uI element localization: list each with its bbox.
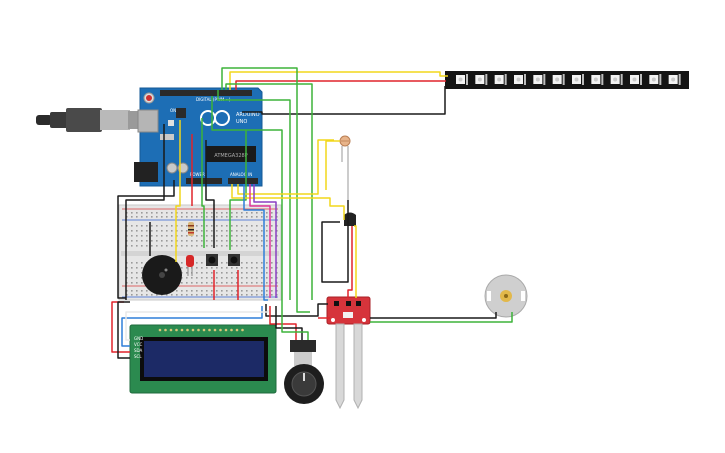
breadboard-channel (121, 251, 279, 256)
capacitor-1 (166, 162, 178, 174)
soil-probe-left (335, 323, 345, 410)
dc-motor[interactable] (484, 274, 528, 318)
wire-encoder-black (275, 306, 303, 340)
wire-gnd-rail (125, 124, 165, 300)
lcd-screen (144, 341, 264, 377)
wire-motor-ground (370, 312, 497, 319)
usb-port (137, 109, 159, 133)
wire-strip-power (235, 80, 446, 90)
wire-bb-green-2 (229, 130, 247, 250)
brand-text: ARDUINO (236, 112, 260, 118)
wire-photoresistor-yellow (237, 139, 334, 195)
push-button-2[interactable] (228, 254, 240, 266)
wire-sensor-vcc (347, 226, 353, 298)
digital-header-label: DIGITAL (PWM ~) (196, 97, 231, 102)
wire-analog-purple (253, 184, 277, 298)
atmega-chip (206, 146, 256, 162)
wire-digital-green-4 (211, 96, 283, 312)
wire-strip-ground (242, 86, 446, 115)
lcd-display-16x2[interactable]: GND VCC SDA SCL (129, 324, 277, 394)
temperature-sensor[interactable] (344, 212, 356, 227)
power-header (186, 178, 222, 184)
wire-sensor-out (354, 225, 357, 298)
breadboard[interactable] (118, 204, 282, 301)
wire-lcd-white (125, 310, 269, 341)
model-text: UNO (236, 119, 247, 125)
lcd-pin-label-vcc: VCC (134, 342, 143, 347)
lcd-pin-row (158, 328, 244, 332)
wire-lcd-blue (121, 306, 263, 347)
wire-digital-green-3 (217, 90, 291, 300)
wire-lcd-red (111, 301, 130, 353)
soil-probe-right (353, 323, 363, 410)
photoresistor[interactable] (339, 135, 351, 200)
lcd-pin-label-sda: SDA (134, 348, 143, 353)
wire-analog-pink (249, 184, 271, 298)
wire-digital-green-1 (221, 67, 310, 313)
wire-lcd-black (117, 301, 130, 359)
crystal (160, 134, 174, 140)
soil-moisture-sensor[interactable] (326, 296, 371, 410)
usb-cable[interactable] (36, 108, 140, 132)
strip-pixels (456, 74, 681, 85)
red-led[interactable] (186, 255, 194, 276)
wire-motor-signal (370, 312, 513, 323)
wire-bb-black-1 (205, 140, 215, 248)
neopixel-led-strip[interactable] (445, 71, 689, 89)
wire-encoder-green (281, 312, 309, 340)
wire-bb-green-1 (201, 118, 205, 248)
wire-ldr-signal (325, 140, 340, 190)
resistor[interactable] (188, 222, 194, 236)
piezo-buzzer[interactable] (142, 255, 182, 295)
wire-analog-blue (243, 184, 268, 301)
push-button-1[interactable] (206, 254, 218, 266)
lcd-pin-label-scl: SCL (134, 354, 142, 359)
wire-sensor-ground (321, 200, 349, 283)
rotary-encoder[interactable] (284, 340, 324, 404)
power-header-label: POWER (190, 172, 205, 177)
digital-header (160, 90, 252, 96)
wire-bb-yellow (175, 120, 181, 262)
arduino-uno-board[interactable]: ATMEGA328P ARDUINO UNO DIGITAL (PWM ~) A… (134, 87, 263, 187)
lcd-pin-label-gnd: GND (134, 336, 143, 341)
wiring (111, 67, 513, 359)
chip-label: ATMEGA328P (214, 153, 247, 159)
wire-sensor-yellow (231, 184, 345, 220)
on-label: ON (170, 108, 176, 113)
analog-header-label: ANALOG IN (230, 172, 252, 177)
power-jack (134, 162, 158, 182)
wire-digital-green-2 (225, 83, 313, 300)
analog-header (228, 178, 258, 184)
wire-gnd-rail-2 (117, 180, 175, 299)
wire-strip-data (229, 71, 448, 90)
